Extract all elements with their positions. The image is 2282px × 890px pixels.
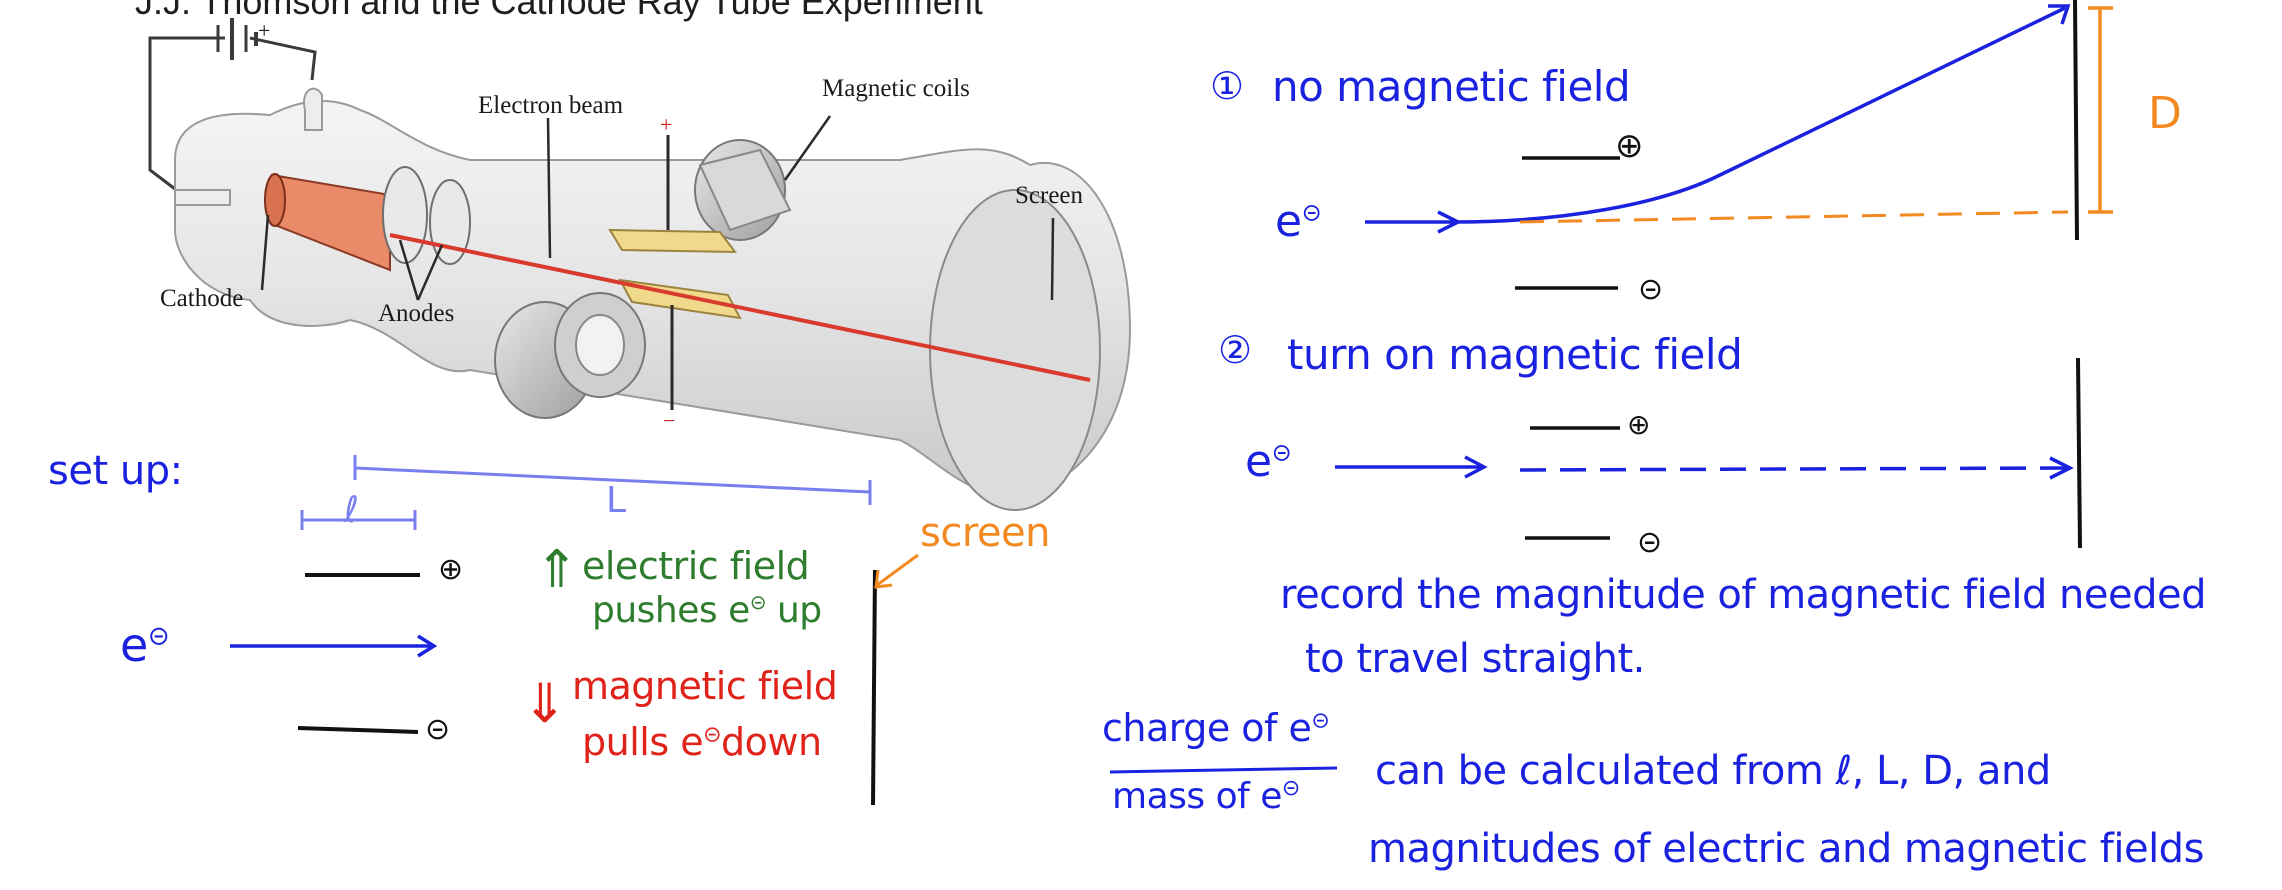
step2-minus-plate: ⊝: [1637, 525, 1662, 560]
battery-plus-sign: +: [258, 18, 270, 43]
setup-beam-arrow: [230, 634, 438, 658]
step1-beam: [1365, 4, 2071, 234]
setup-heading: set up:: [48, 448, 183, 494]
screen-disc: [929, 189, 1101, 511]
step1-plates: [1515, 156, 1620, 290]
electron-beam-line: [389, 233, 1091, 382]
setup-electron: e⊝: [120, 618, 170, 672]
step1-number: ①: [1210, 64, 1244, 108]
magnetic-coils: [494, 139, 792, 419]
length-markers: [300, 455, 872, 530]
step2-beam: [1335, 455, 2074, 480]
electron-beam-label: Electron beam: [478, 92, 624, 119]
magnetic-field-line2: pulls e⊝down: [582, 720, 822, 764]
ratio-numerator: charge of e⊝: [1102, 706, 1330, 750]
setup-plates: [297, 573, 420, 734]
up-arrow-icon: ⇑: [535, 540, 579, 600]
record-line2: to travel straight.: [1305, 636, 1645, 682]
anodes-label: Anodes: [378, 300, 455, 327]
step2-electron: e⊝: [1245, 436, 1292, 487]
step1-undeflected-path: [1519, 210, 2069, 224]
step1-plus-plate: ⊕: [1615, 126, 1644, 166]
magnetic-field-line1: magnetic field: [572, 664, 838, 708]
step2-text: turn on magnetic field: [1287, 330, 1743, 379]
plate-plus-sign: +: [660, 112, 672, 137]
ratio-line1: can be calculated from ℓ, L, D, and: [1375, 748, 2051, 794]
ratio-fraction-bar: [1109, 766, 1338, 774]
battery-circuit: [148, 18, 317, 207]
down-arrow-icon: ⇓: [522, 672, 567, 735]
step1-screen-line: [2073, 0, 2079, 241]
step2-plates: [1525, 426, 1620, 540]
page-title: J.J. Thomson and the Cathode Ray Tube Ex…: [135, 0, 983, 22]
step2-plus-plate: ⊕: [1627, 408, 1650, 441]
deflection-label: D: [2148, 88, 2182, 139]
step1-minus-plate: ⊝: [1638, 272, 1663, 307]
record-line1: record the magnitude of magnetic field n…: [1280, 572, 2207, 618]
plate-minus-sign: −: [663, 408, 675, 433]
deflection-bracket: [2088, 6, 2113, 214]
setup-screen-line: [871, 569, 877, 806]
step2-screen-line: [2076, 357, 2082, 549]
step1-text: no magnetic field: [1272, 62, 1631, 111]
setup-screen-label: screen: [920, 510, 1050, 556]
electric-field-line1: electric field: [582, 544, 810, 588]
ratio-denominator: mass of e⊝: [1112, 776, 1300, 817]
cathode-label: Cathode: [160, 285, 244, 312]
electric-field-line2: pushes e⊝ up: [592, 590, 822, 631]
screen-label: Screen: [1015, 182, 1084, 209]
step1-electron: e⊝: [1275, 196, 1322, 247]
small-length-label: ℓ: [344, 490, 359, 531]
setup-plus-plate: ⊕: [438, 552, 463, 587]
setup-minus-plate: ⊝: [425, 712, 450, 747]
screen-pointer-arrow: [874, 553, 919, 589]
magnetic-coils-label: Magnetic coils: [822, 75, 970, 102]
ratio-line2: magnitudes of electric and magnetic fiel…: [1368, 826, 2204, 872]
step2-number: ②: [1218, 328, 1252, 372]
large-length-label: L: [606, 480, 626, 521]
